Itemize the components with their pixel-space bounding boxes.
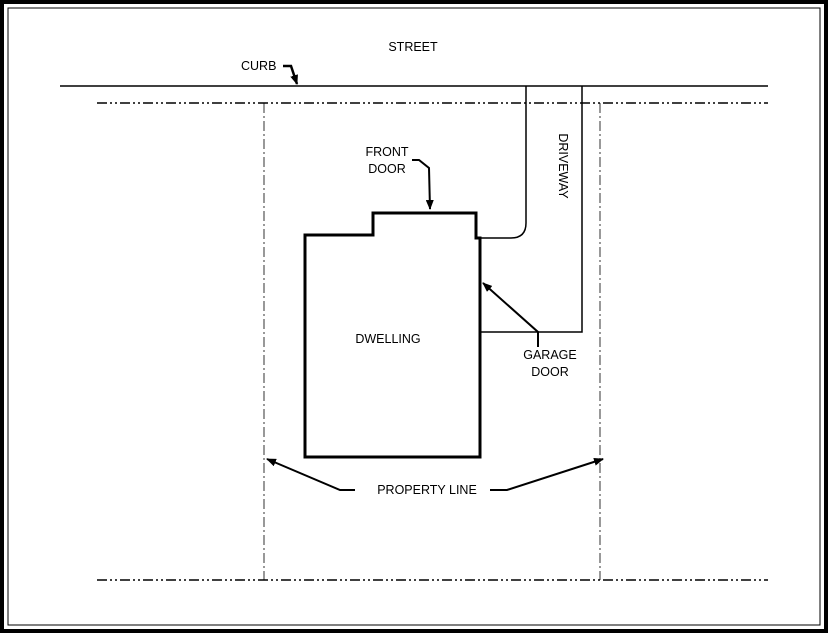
front-door-leader-arrow: [412, 159, 434, 210]
property-line-leader-left: [266, 458, 355, 491]
garage-door-label-line1: GARAGE: [523, 348, 577, 362]
inner-border: [7, 7, 821, 626]
dwelling-label: DWELLING: [355, 332, 420, 346]
front-door-label-line1: FRONT: [365, 145, 408, 159]
driveway-left-edge: [478, 86, 527, 239]
street-label: STREET: [388, 40, 438, 54]
garage-door-label-line2: DOOR: [531, 365, 569, 379]
driveway-label: DRIVEWAY: [556, 133, 570, 199]
front-door-label-line2: DOOR: [368, 162, 406, 176]
curb-label: CURB: [241, 59, 276, 73]
curb-leader-arrow: [283, 64, 299, 85]
property-line-leader-right: [490, 457, 604, 491]
dwelling-outline: [303, 211, 482, 459]
property-line-label: PROPERTY LINE: [377, 483, 477, 497]
garage-door-leader-arrow: [482, 282, 539, 347]
driveway-right-edge: [480, 86, 583, 333]
